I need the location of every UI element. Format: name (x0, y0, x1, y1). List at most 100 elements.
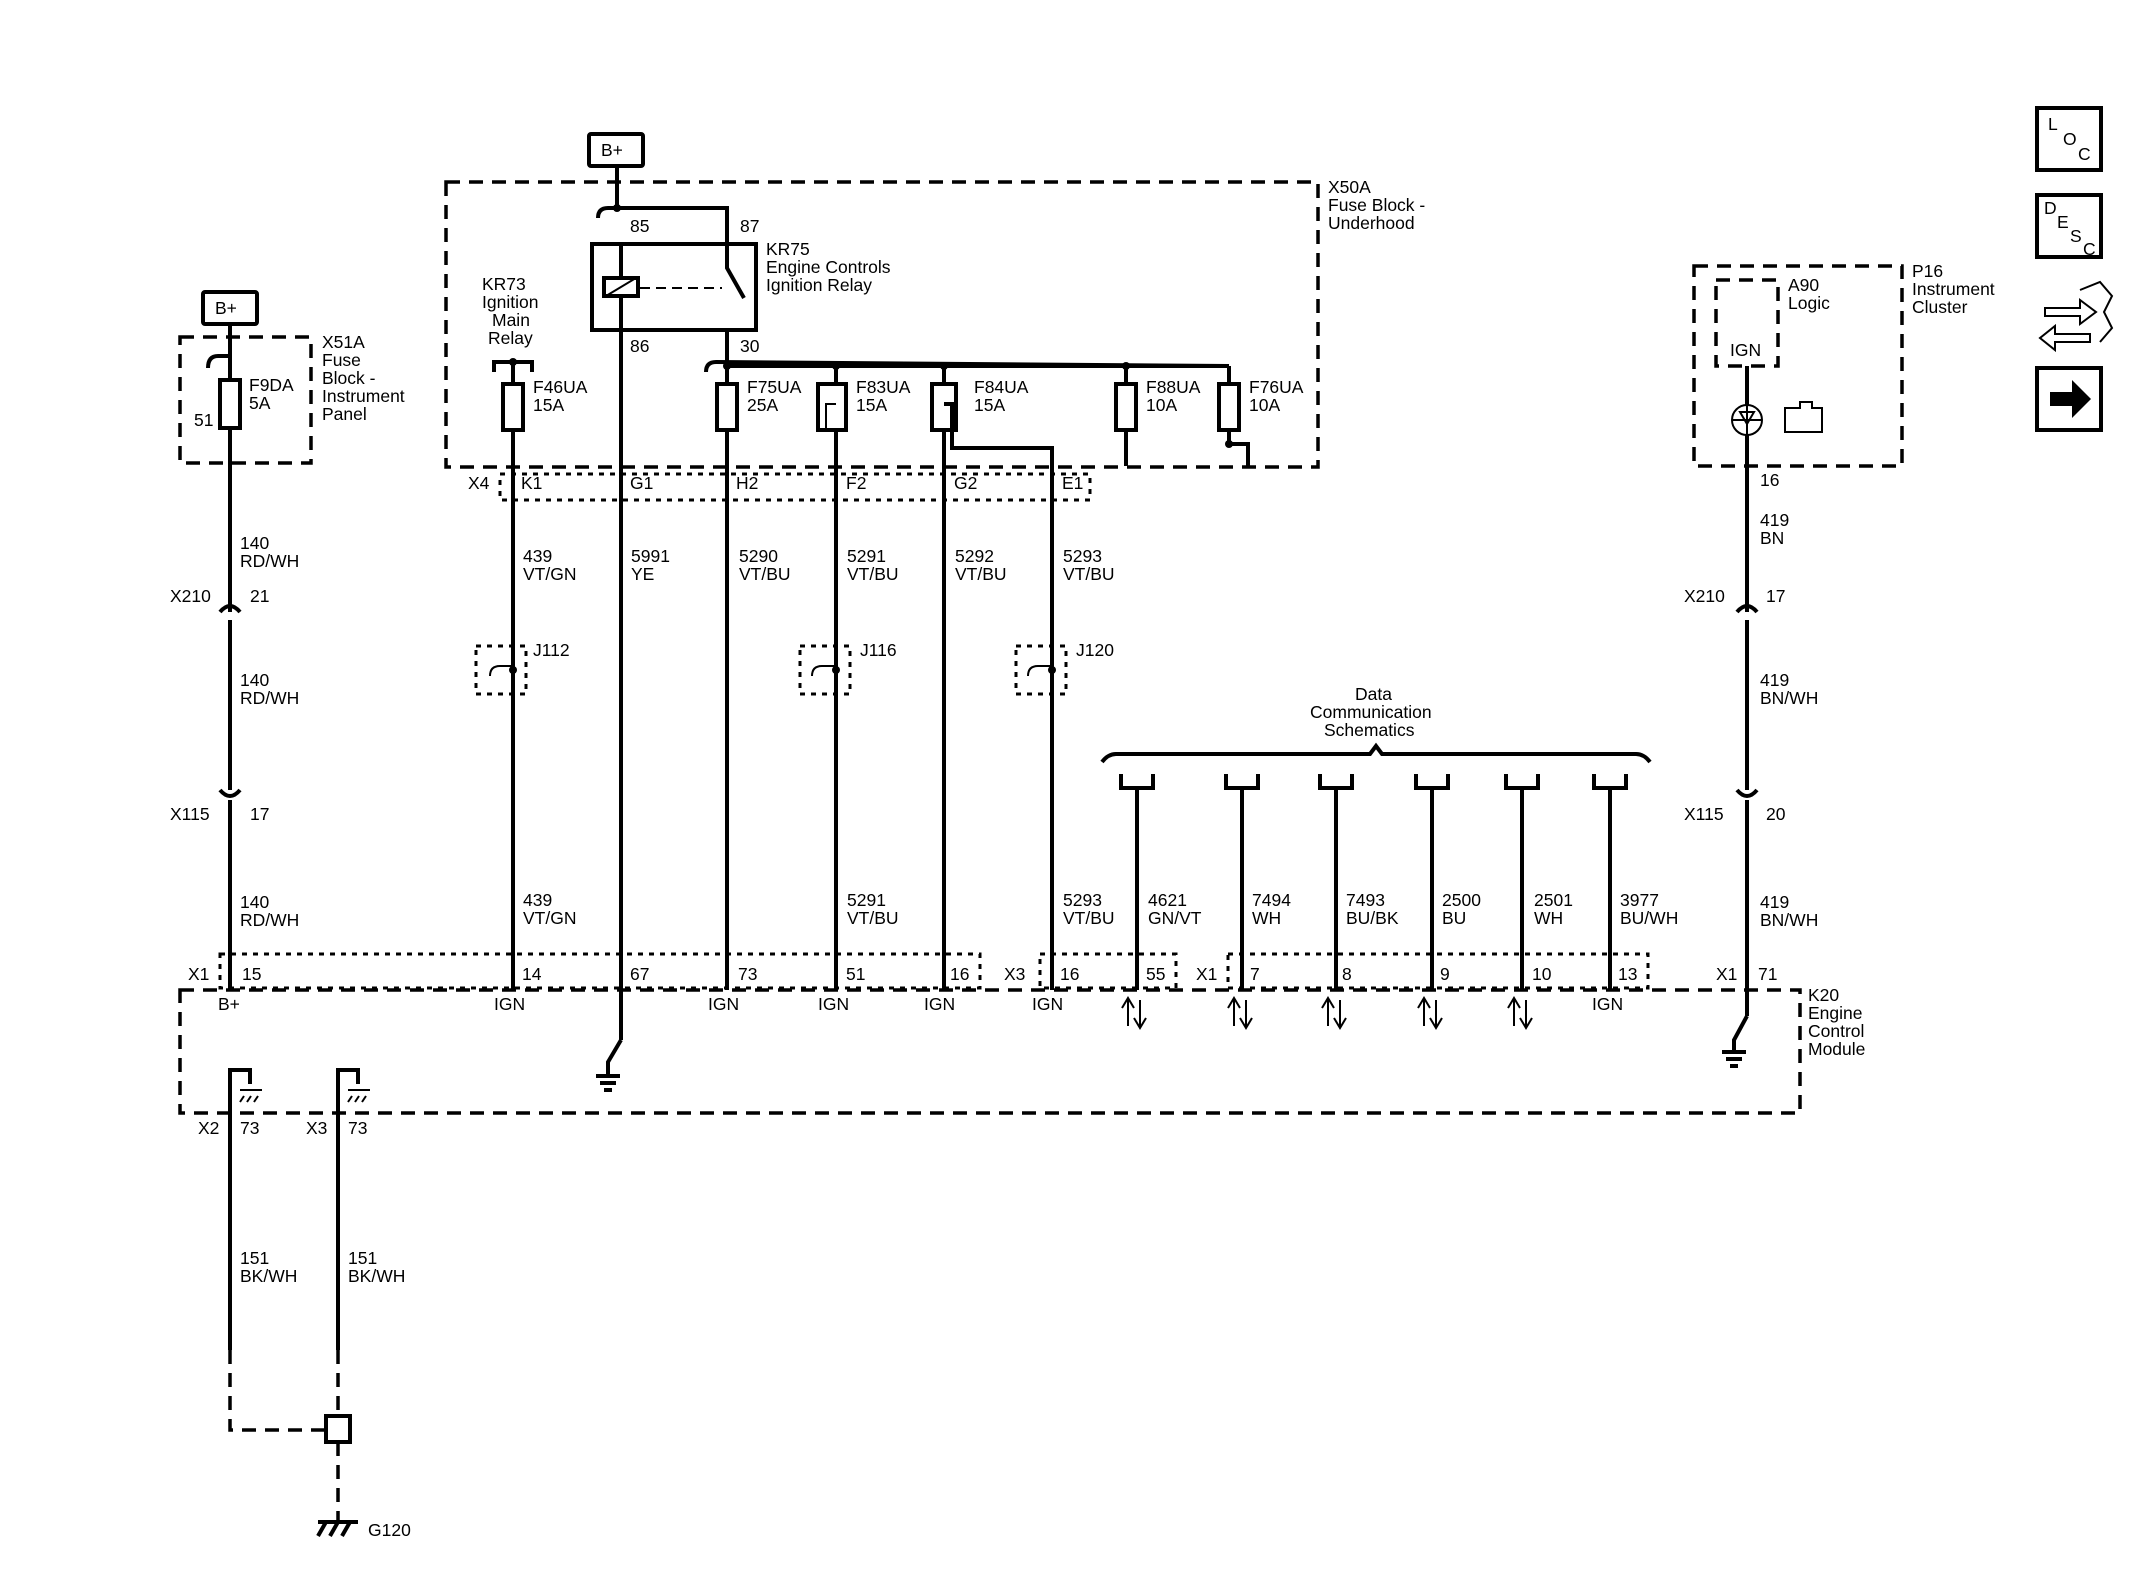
svg-text:419: 419 (1760, 670, 1789, 690)
battery-bplus-top: B+ (587, 132, 645, 168)
svg-text:85: 85 (630, 216, 649, 236)
svg-text:Schematics: Schematics (1324, 720, 1415, 740)
svg-text:15A: 15A (974, 395, 1005, 415)
x4-connector: X4 K1 G1 H2 F2 G2 E1 (468, 472, 1092, 502)
svg-text:B+: B+ (601, 140, 623, 160)
svg-text:8: 8 (1342, 964, 1352, 984)
svg-text:2500: 2500 (1442, 890, 1481, 910)
svg-text:Module: Module (1808, 1039, 1865, 1059)
svg-text:X3: X3 (306, 1118, 327, 1138)
svg-text:419: 419 (1760, 510, 1789, 530)
loc-button[interactable]: L O C (2035, 106, 2103, 172)
svg-text:5293: 5293 (1063, 890, 1102, 910)
svg-text:F9DA: F9DA (249, 375, 294, 395)
svg-text:X2: X2 (198, 1118, 219, 1138)
svg-text:F84UA: F84UA (974, 377, 1029, 397)
svg-text:3977: 3977 (1620, 890, 1659, 910)
svg-text:10A: 10A (1146, 395, 1177, 415)
svg-text:O: O (2063, 129, 2077, 149)
svg-text:L: L (2048, 114, 2058, 134)
svg-text:IGN: IGN (494, 994, 525, 1014)
svg-text:IGN: IGN (818, 994, 849, 1014)
desc-button[interactable]: D E S C (2035, 193, 2103, 259)
svg-text:S: S (2070, 226, 2082, 246)
svg-text:7493: 7493 (1346, 890, 1385, 910)
fuse-f9da (218, 378, 242, 430)
svg-text:BU/WH: BU/WH (1620, 908, 1678, 928)
svg-text:17: 17 (1766, 586, 1785, 606)
k20-x1-connector-right: X1 7 8 9 10 13 (1196, 952, 1650, 990)
svg-text:IGN: IGN (1592, 994, 1623, 1014)
svg-text:Fuse: Fuse (322, 350, 361, 370)
k20-chassis-ground-x3 (336, 1068, 370, 1113)
svg-text:30: 30 (740, 336, 760, 356)
svg-text:BK/WH: BK/WH (240, 1266, 297, 1286)
svg-text:C: C (2083, 239, 2096, 259)
svg-text:13: 13 (1618, 964, 1637, 984)
kr75-relay: KR75 Engine Controls Ignition Relay (590, 239, 891, 332)
fuse-f76ua (1217, 382, 1241, 432)
svg-text:51: 51 (846, 964, 865, 984)
svg-text:7: 7 (1250, 964, 1260, 984)
svg-text:439: 439 (523, 546, 552, 566)
svg-text:17: 17 (250, 804, 269, 824)
svg-text:IGN: IGN (1032, 994, 1063, 1014)
splice-j120: J120 (1014, 640, 1114, 696)
svg-text:Main: Main (492, 310, 530, 330)
svg-text:BU/BK: BU/BK (1346, 908, 1399, 928)
svg-text:Engine Controls: Engine Controls (766, 257, 891, 277)
kr73-relay-label: KR73 Ignition Main Relay (482, 274, 538, 348)
svg-text:BN/WH: BN/WH (1760, 910, 1818, 930)
svg-text:73: 73 (738, 964, 757, 984)
fuse-f46ua (501, 382, 525, 432)
svg-text:B+: B+ (218, 994, 240, 1014)
svg-text:73: 73 (348, 1118, 367, 1138)
svg-text:X3: X3 (1004, 964, 1025, 984)
svg-text:140: 140 (240, 533, 269, 553)
svg-text:KR75: KR75 (766, 239, 810, 259)
connector-repair-icon[interactable] (2038, 280, 2114, 353)
svg-text:VT/BU: VT/BU (955, 564, 1007, 584)
battery-bplus-left: B+ (201, 290, 259, 326)
svg-text:X1: X1 (1716, 964, 1737, 984)
svg-text:7494: 7494 (1252, 890, 1291, 910)
svg-text:J116: J116 (860, 640, 897, 660)
next-page-button[interactable] (2035, 366, 2103, 432)
data-comm-tabs (1119, 774, 1628, 790)
svg-text:D: D (2044, 198, 2057, 218)
svg-text:5293: 5293 (1063, 546, 1102, 566)
svg-text:F88UA: F88UA (1146, 377, 1201, 397)
svg-text:86: 86 (630, 336, 649, 356)
svg-text:X115: X115 (1684, 804, 1724, 824)
svg-text:Panel: Panel (322, 404, 367, 424)
svg-text:VT/GN: VT/GN (523, 564, 576, 584)
svg-text:Block -: Block - (322, 368, 376, 388)
k20-x1-pin-71: X1 71 (1716, 964, 1777, 984)
svg-text:G2: G2 (954, 473, 977, 493)
data-communication-bracket[interactable]: Data Communication Schematics (1100, 684, 1652, 764)
g120-ground: G120 (316, 1520, 411, 1540)
svg-text:F46UA: F46UA (533, 377, 588, 397)
svg-text:IGN: IGN (708, 994, 739, 1014)
k20-chassis-ground-x2 (228, 1068, 262, 1113)
svg-text:K1: K1 (521, 473, 542, 493)
data-arrows (1121, 996, 1533, 1030)
svg-text:Instrument: Instrument (1912, 279, 1995, 299)
p16-instrument-cluster: P16 Instrument Cluster A90 Logic IGN (1692, 261, 1995, 468)
svg-text:F2: F2 (846, 473, 866, 493)
svg-text:X51A: X51A (322, 332, 365, 352)
svg-text:5291: 5291 (847, 890, 886, 910)
svg-text:87: 87 (740, 216, 759, 236)
svg-text:BK/WH: BK/WH (348, 1266, 405, 1286)
svg-text:VT/BU: VT/BU (847, 564, 899, 584)
svg-text:WH: WH (1252, 908, 1281, 928)
svg-text:9: 9 (1440, 964, 1450, 984)
fuse-f83ua (816, 382, 848, 432)
svg-text:F83UA: F83UA (856, 377, 911, 397)
svg-text:VT/BU: VT/BU (1063, 908, 1115, 928)
svg-text:Control: Control (1808, 1021, 1864, 1041)
svg-text:BN/WH: BN/WH (1760, 688, 1818, 708)
k20-engine-control-module: K20 Engine Control Module (178, 985, 1865, 1115)
svg-text:RD/WH: RD/WH (240, 688, 299, 708)
